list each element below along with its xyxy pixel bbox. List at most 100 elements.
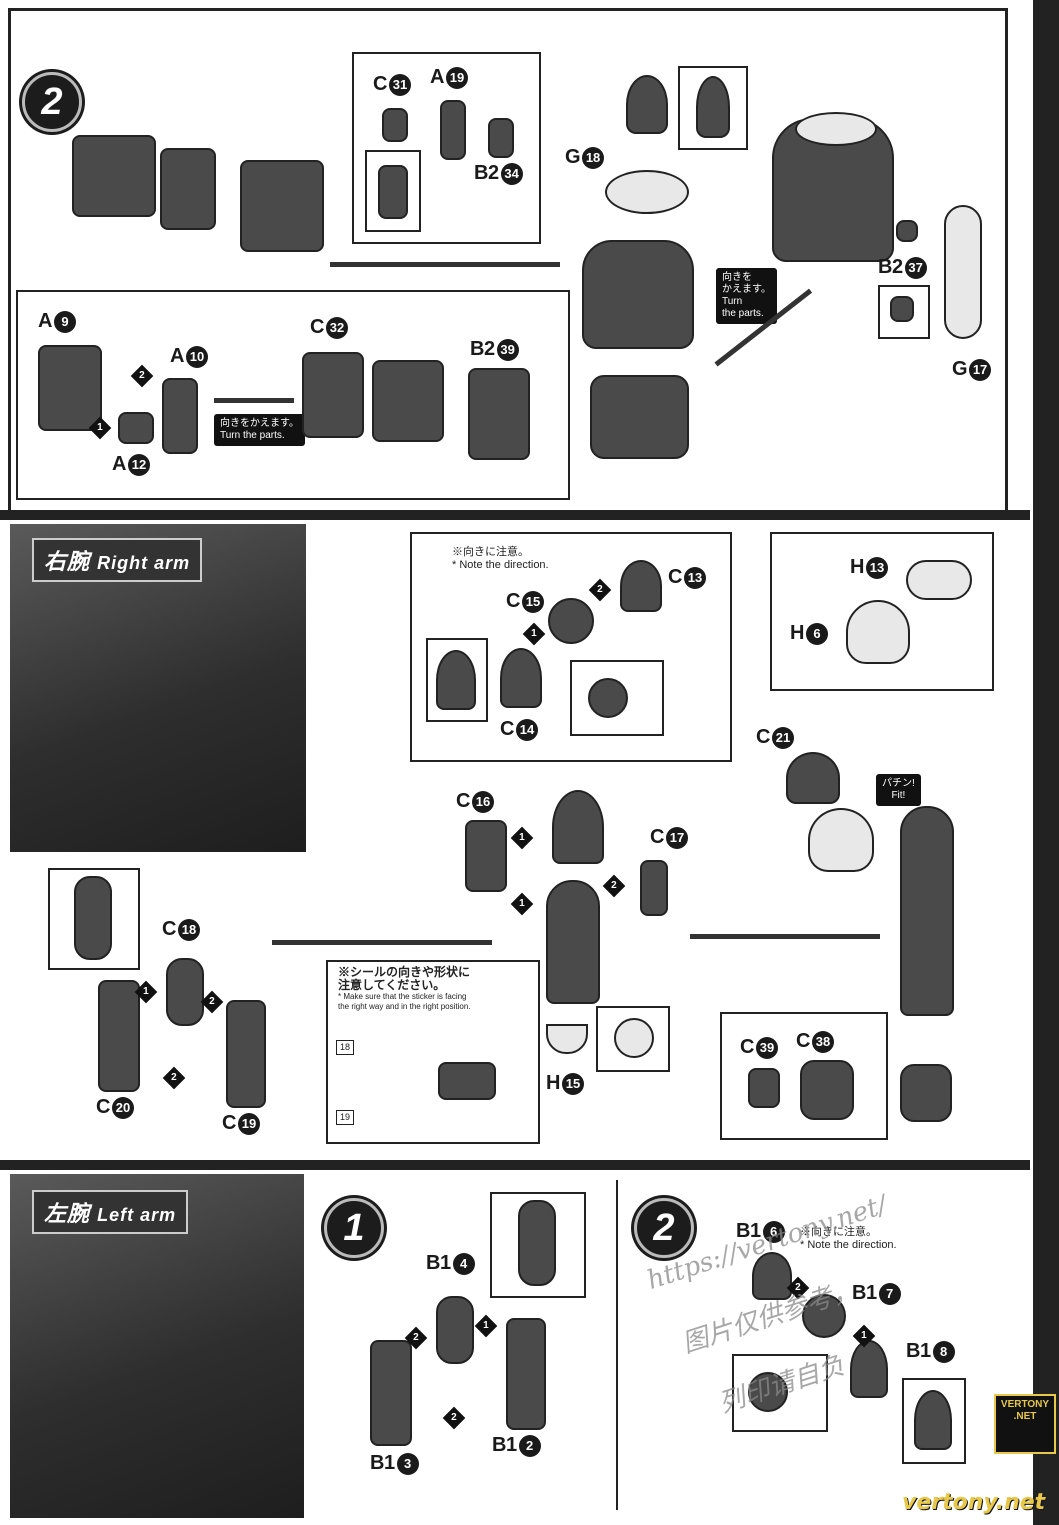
part-neck-back: [696, 76, 730, 138]
part-torso-final: [772, 118, 894, 262]
part-c38: [800, 1060, 854, 1120]
part-a9: [38, 345, 102, 431]
part-b13: [370, 1340, 412, 1446]
turn-parts-tag-2: 向きをかえます。Turn the parts.: [214, 414, 305, 446]
step-badge-left-1: 1: [324, 1198, 384, 1258]
part-c16: [465, 820, 507, 892]
panel-separator-1: [0, 510, 1030, 520]
part-b2-37-detail: [890, 296, 914, 322]
part-b2-39: [468, 368, 530, 460]
page-edge-rail: [1033, 0, 1059, 1525]
part-c15-view: [588, 678, 628, 718]
part-a10: [162, 378, 198, 454]
part-b14: [436, 1296, 474, 1364]
part-torso-core: [160, 148, 216, 230]
left-arm-divider: [616, 1180, 618, 1510]
part-c18: [166, 958, 204, 1026]
part-h15-view: [614, 1018, 654, 1058]
step-marker-1c: 1: [510, 826, 534, 850]
fit-tag: パチン!Fit!: [876, 774, 921, 806]
part-c31: [382, 108, 408, 142]
part-collar-g18: [605, 170, 689, 214]
part-b18-view: [914, 1390, 952, 1450]
part-c32: [302, 352, 364, 438]
part-h13: [906, 560, 972, 600]
part-h15: [546, 1024, 588, 1054]
flow-arrow-1: [330, 262, 560, 267]
step-marker-2g: 2: [442, 1406, 466, 1430]
part-torso-front: [240, 160, 324, 252]
step-marker-2e: 2: [162, 1066, 186, 1090]
part-a12: [118, 412, 154, 444]
part-b14-view: [518, 1200, 556, 1286]
step-marker-1d: 1: [510, 892, 534, 916]
part-c14: [500, 648, 542, 708]
part-b17: [802, 1294, 846, 1338]
note-direction-right: ※向きに注意。* Note the direction.: [452, 546, 549, 571]
step-badge-top: 2: [22, 72, 82, 132]
part-h6: [846, 600, 910, 664]
part-b2-34: [488, 118, 514, 158]
left-arm-header: 左腕 Left arm: [32, 1190, 189, 1234]
part-c18-view: [74, 876, 112, 960]
part-c20: [98, 980, 140, 1092]
flow-arrow-3: [214, 398, 294, 403]
part-scarf-collar: [795, 112, 877, 146]
part-elbow-assembly: [552, 790, 604, 864]
part-torso-back: [72, 135, 156, 217]
sticker-label-19: 19: [336, 1110, 355, 1125]
part-shoulder-armor: [808, 808, 874, 872]
part-c15: [548, 598, 594, 644]
part-c19: [226, 1000, 266, 1108]
part-b16: [752, 1252, 792, 1300]
part-a19: [440, 100, 466, 160]
part-fist-final: [900, 1064, 952, 1122]
part-b18: [850, 1340, 888, 1398]
part-c39: [748, 1068, 780, 1108]
flow-arrow-4: [272, 940, 492, 945]
vertony-logo: VERTONY .NET: [994, 1394, 1056, 1454]
part-neck-detail: [378, 165, 408, 219]
part-scarf-g17: [944, 205, 982, 339]
part-torso-assembled: [582, 240, 694, 349]
note-direction-left: ※向きに注意。* Note the direction.: [800, 1226, 897, 1251]
part-b2-37: [896, 220, 918, 242]
footer-watermark: vertony.net: [902, 1490, 1046, 1515]
right-arm-header: 右腕 Right arm: [32, 538, 203, 582]
part-waist: [590, 375, 689, 459]
part-sticker-view: [438, 1062, 496, 1100]
turn-parts-tag-1: 向きを かえます。Turn the parts.: [716, 268, 777, 324]
inset-sticker-note: [326, 960, 540, 1144]
part-c14-view: [436, 650, 476, 710]
part-forearm-assembly: [546, 880, 600, 1004]
sticker-label-18: 18: [336, 1040, 355, 1055]
note-sticker: ※シールの向きや形状に 注意してください。* Make sure that th…: [338, 965, 471, 1012]
part-b17-view: [748, 1372, 788, 1412]
